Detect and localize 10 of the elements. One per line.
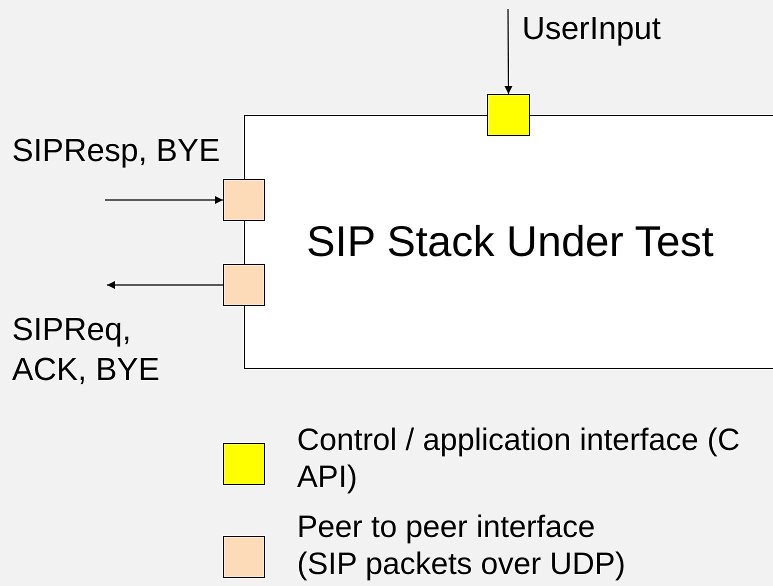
interface-port-square	[223, 264, 265, 306]
legend-text: Peer to peer interface (SIP packets over UDP)	[297, 508, 626, 582]
arrow	[107, 281, 223, 289]
box-title: SIP Stack Under Test	[306, 218, 714, 266]
arrow	[105, 196, 223, 204]
arrow	[504, 9, 512, 94]
interface-port-square	[223, 179, 265, 221]
process-box	[244, 115, 773, 369]
interface-port-square	[487, 94, 530, 136]
legend-text: Control / application interface (C API)	[297, 421, 741, 495]
